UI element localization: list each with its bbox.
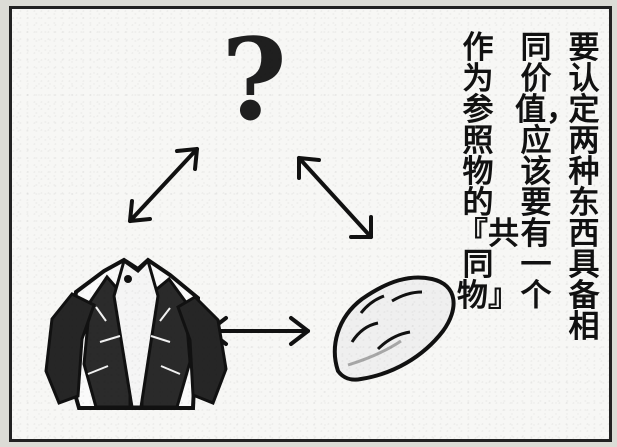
- jacket-icon: [44, 257, 228, 410]
- double-arrow-icon: [128, 147, 373, 346]
- vertical-text-column-1: 要认定两种东西具备相: [568, 30, 600, 345]
- vertical-text-column-3: 作为参照物的『共同物』: [457, 30, 519, 314]
- bread-icon: [332, 275, 456, 382]
- comic-panel: ?: [9, 6, 612, 442]
- illustration: ?: [44, 15, 456, 410]
- question-mark-icon: ?: [221, 15, 287, 146]
- vertical-text-column-2: 同价值，应该要有一个: [515, 30, 577, 314]
